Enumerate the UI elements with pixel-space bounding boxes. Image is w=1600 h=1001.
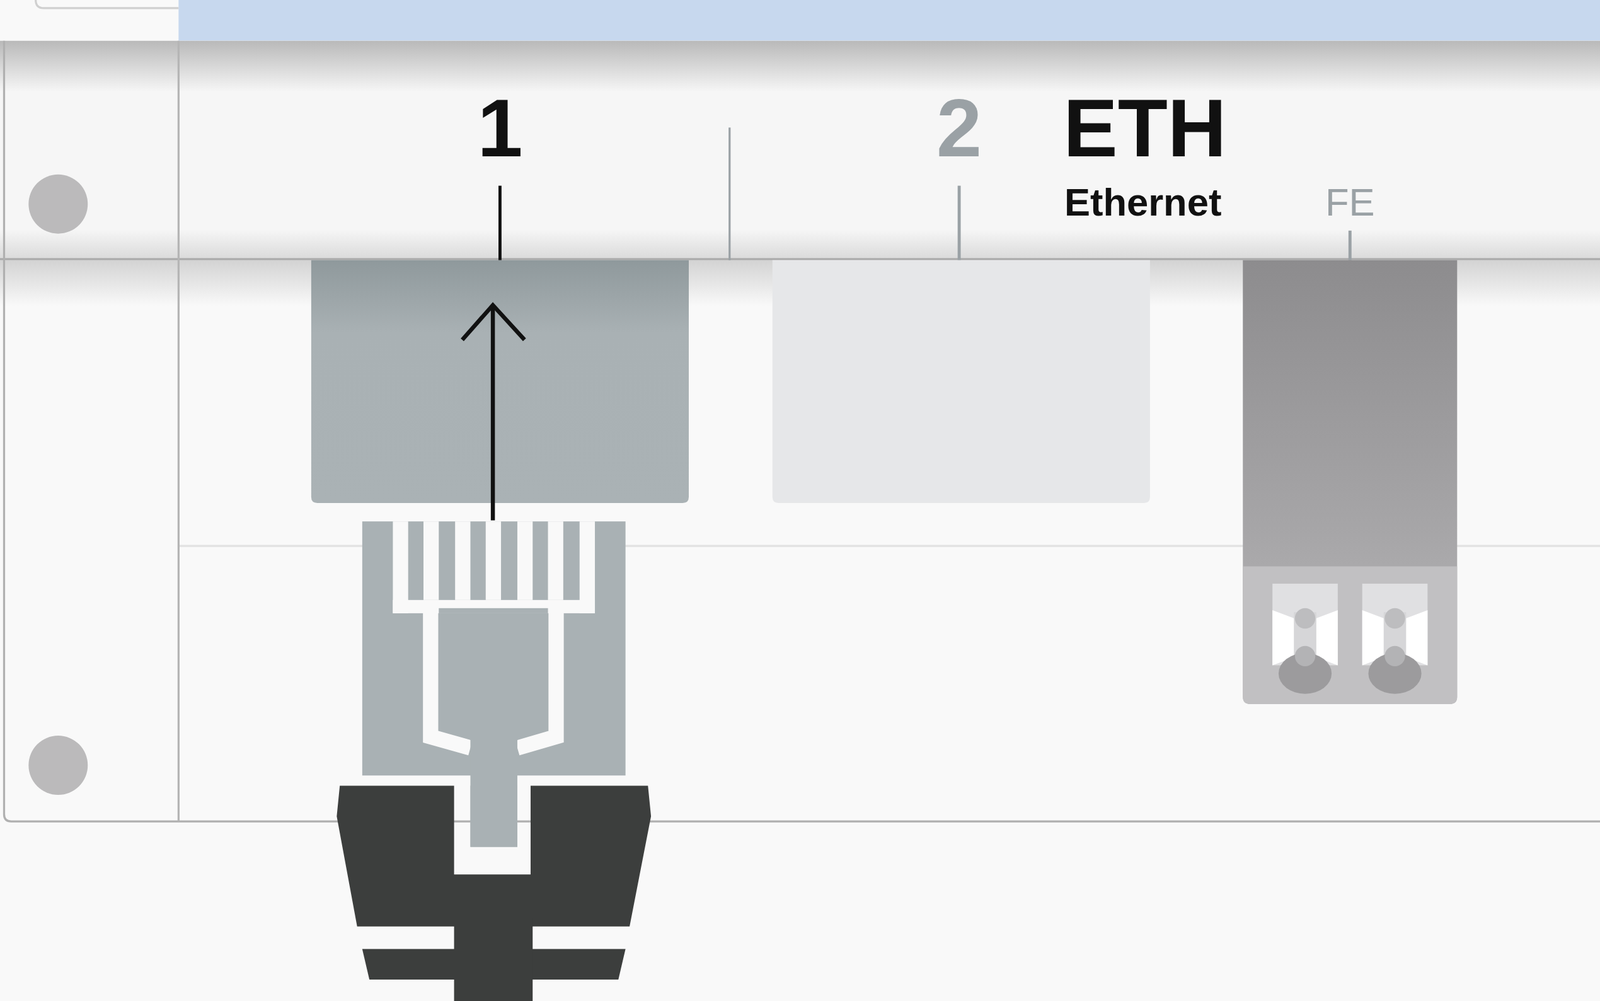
port-type-label: FE <box>1325 182 1376 222</box>
port-number: 2 <box>936 87 982 170</box>
interface-label: ETH <box>1063 87 1227 170</box>
port-number: 1 <box>477 87 523 170</box>
interface-subtitle: Ethernet <box>1064 182 1222 222</box>
